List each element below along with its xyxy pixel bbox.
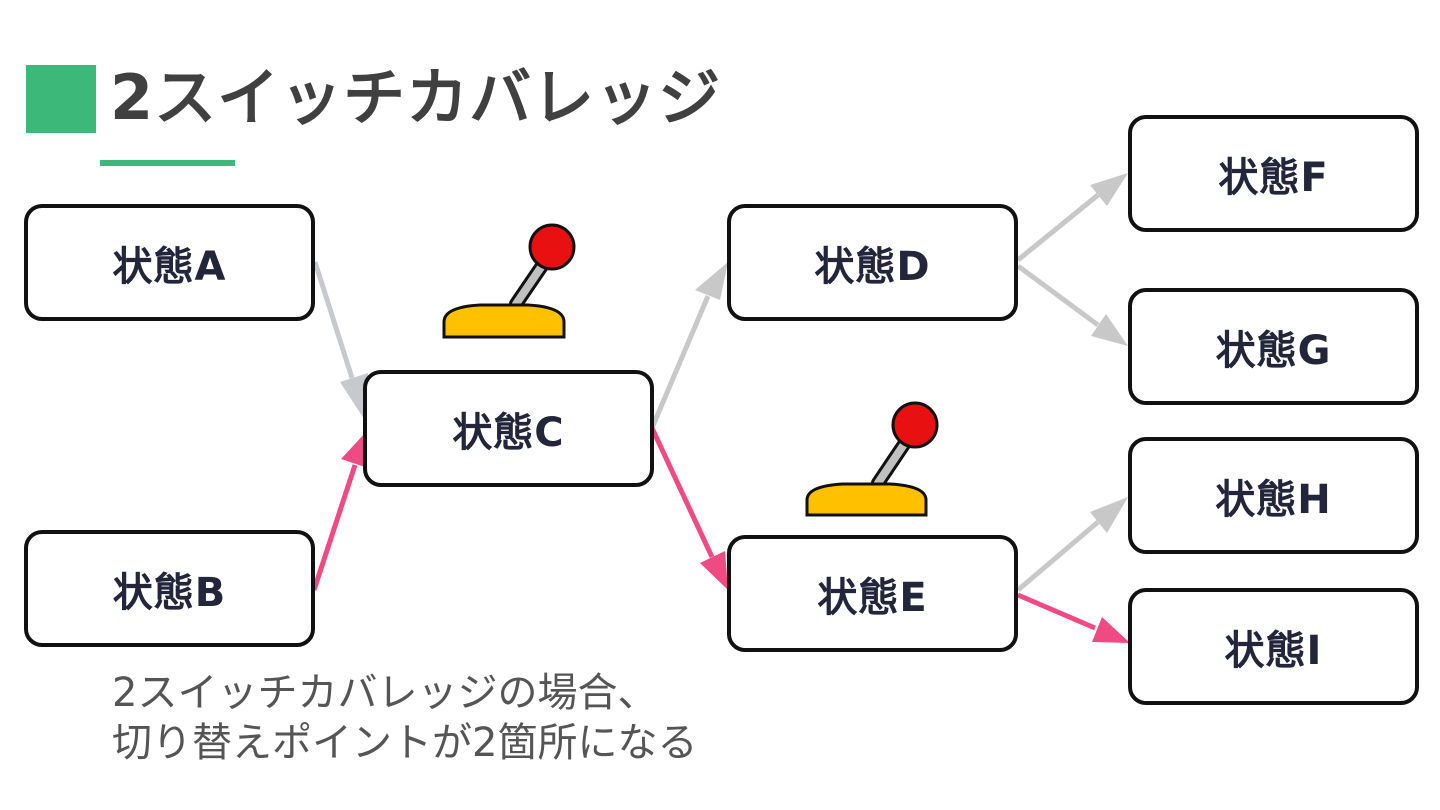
state-d-box: 状態D [727, 204, 1018, 321]
state-b-box: 状態B [24, 530, 315, 647]
page-title: 2スイッチカバレッジ [110, 61, 722, 134]
arrow-c-to-d [649, 262, 728, 429]
switch-lever-icon [805, 401, 939, 517]
state-a-box: 状態A [24, 204, 315, 321]
state-h-box: 状態H [1128, 437, 1419, 554]
title-underline [100, 160, 235, 166]
arrow-e-to-h [1016, 497, 1128, 592]
arrow-a-to-c [312, 261, 368, 422]
state-g-box: 状態G [1128, 288, 1419, 405]
caption-line-1: 2スイッチカバレッジの場合、 [112, 670, 658, 716]
arrow-b-to-c [311, 432, 368, 591]
arrow-e-to-i [1017, 592, 1130, 643]
title-marker [26, 65, 96, 133]
arrow-c-to-e [649, 426, 728, 590]
arrow-d-to-g [1016, 263, 1128, 346]
caption: 2スイッチカバレッジの場合、 切り替えポイントが2箇所になる [112, 668, 697, 768]
state-c-box: 状態C [363, 370, 654, 487]
state-f-box: 状態F [1128, 115, 1419, 232]
state-i-box: 状態I [1128, 588, 1419, 705]
arrow-d-to-f [1016, 173, 1128, 262]
state-e-box: 状態E [727, 535, 1018, 652]
switch-lever-icon [442, 223, 576, 339]
caption-line-2: 切り替えポイントが2箇所になる [112, 720, 698, 766]
